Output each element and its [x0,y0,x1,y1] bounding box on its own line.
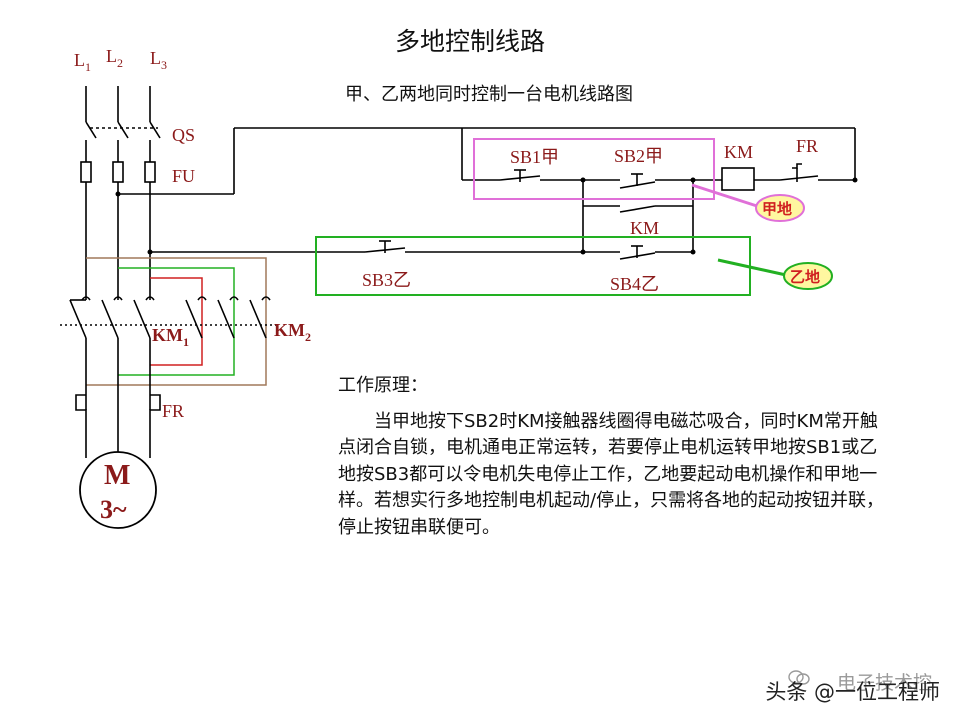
principle-heading: 工作原理： [338,375,428,396]
label-sb3: SB3乙 [362,270,411,290]
label-motor-phase: 3~ [100,495,127,524]
wechat-icon [788,670,810,685]
power-circuit [80,86,856,300]
control-circuit [316,128,855,260]
label-fr-control: FR [796,136,818,156]
label-l2: L2 [106,46,123,70]
principle-body: 当甲地按下SB2时KM接触器线圈得电磁芯吸合，同时KM常开触点闭合自锁，电机通电… [338,410,885,538]
label-sb1: SB1甲 [510,147,559,167]
diagram-subtitle: 甲、乙两地同时控制一台电机线路图 [345,84,633,105]
label-fr-power: FR [162,401,184,421]
watermark-author: 头条 @一位工程师 [765,680,940,704]
label-motor-m: M [104,460,130,491]
label-km2: KM2 [274,320,311,344]
label-l3: L3 [150,48,167,72]
watermark: 电子技术控 头条 @一位工程师 [738,668,948,714]
label-location-a: 甲地 [762,200,792,218]
km2-contacts [185,296,271,339]
label-km-coil: KM [724,142,753,162]
zone-a-box [473,138,715,200]
label-qs: QS [172,125,195,145]
label-fu: FU [172,166,195,186]
callout-a-badge [755,194,805,222]
callout-a-line [691,183,761,209]
label-l1: L1 [74,50,91,74]
callout-b-line [717,258,787,277]
motor-symbol [79,451,157,529]
watermark-channel: 电子技术控 [836,672,932,694]
fr-thermal [75,394,161,458]
junction-dots [115,177,858,255]
label-sb2: SB2甲 [614,146,663,166]
label-km1: KM1 [152,325,189,349]
callout-b-badge [783,262,833,290]
contactor-bus [86,257,267,386]
km1-contacts [60,296,280,455]
label-km-aux: KM [630,218,659,238]
page-title: 多地控制线路 [395,27,546,56]
label-sb4: SB4乙 [610,274,659,294]
working-principle: 工作原理： 当甲地按下SB2时KM接触器线圈得电磁芯吸合，同时KM常开触点闭合自… [338,373,886,541]
label-location-b: 乙地 [790,268,820,286]
